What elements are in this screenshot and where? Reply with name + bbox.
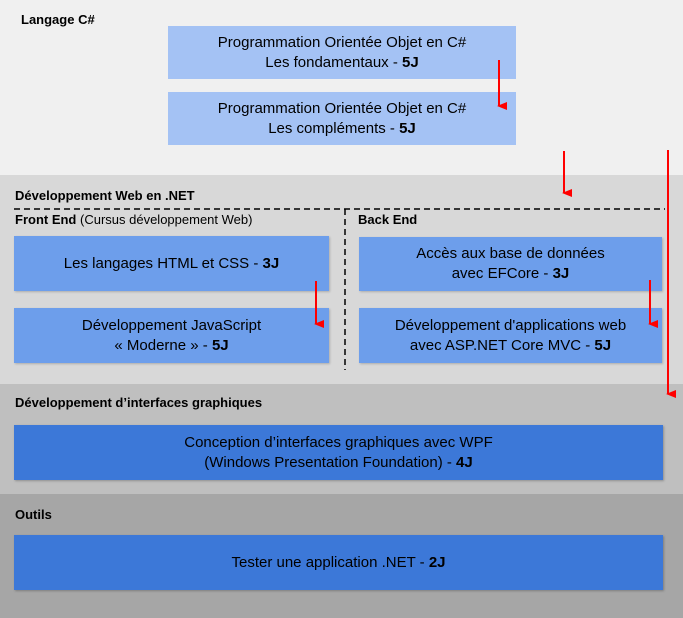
course-line2: « Moderne » - 5J <box>114 336 229 354</box>
course-box-wpf: Conception d’interfaces graphiques avec … <box>14 425 663 480</box>
course-line2: Les compléments - 5J <box>268 119 416 137</box>
course-line1: Les langages HTML et CSS - 3J <box>63 254 280 272</box>
course-duration: 3J <box>552 265 570 282</box>
course-line2: avec EFCore - 3J <box>451 265 570 282</box>
course-box-javascript: Développement JavaScript « Moderne » - 5… <box>14 308 329 363</box>
course-box-tests: Tester une application .NET - 2J <box>14 535 663 590</box>
course-line1: Développement d'applications web <box>394 316 627 334</box>
course-line1: Programmation Orientée Objet en C# <box>217 33 467 51</box>
course-box-poo-complements: Programmation Orientée Objet en C# Les c… <box>168 92 516 145</box>
course-duration: 4J <box>456 453 473 471</box>
course-line1: Développement JavaScript <box>81 316 262 334</box>
section-title-web: Développement Web en .NET <box>15 188 195 203</box>
course-line1: Accès aux base de données <box>416 245 605 262</box>
course-duration: 2J <box>428 553 446 571</box>
course-duration: 5J <box>402 53 419 71</box>
course-line1: Programmation Orientée Objet en C# <box>217 99 467 117</box>
course-line1: Tester une application .NET - 2J <box>231 553 446 571</box>
course-line2: avec ASP.NET Core MVC - 5J <box>409 336 612 354</box>
course-line1: Conception d’interfaces graphiques avec … <box>184 433 493 451</box>
course-box-efcore: Accès aux base de données avec EFCore - … <box>359 237 662 291</box>
section-title-outils: Outils <box>15 507 52 522</box>
course-box-aspnet-mvc: Développement d'applications web avec AS… <box>359 308 662 363</box>
course-duration: 3J <box>262 254 280 272</box>
course-duration: 5J <box>594 336 612 354</box>
back-end-title: Back End <box>358 212 418 227</box>
front-end-subtitle: (Cursus développement Web) <box>76 212 253 227</box>
course-box-html-css: Les langages HTML et CSS - 3J <box>14 236 329 291</box>
course-line2: Les fondamentaux - 5J <box>265 53 419 71</box>
course-duration: 5J <box>211 336 229 354</box>
course-box-poo-fondamentaux: Programmation Orientée Objet en C# Les f… <box>168 26 516 79</box>
course-line2: (Windows Presentation Foundation) - 4J <box>204 453 473 471</box>
course-duration: 5J <box>399 119 416 137</box>
section-title-csharp: Langage C# <box>21 12 95 27</box>
front-end-title: Front End (Cursus développement Web) <box>15 212 253 227</box>
section-title-gui: Développement d’interfaces graphiques <box>15 395 263 410</box>
